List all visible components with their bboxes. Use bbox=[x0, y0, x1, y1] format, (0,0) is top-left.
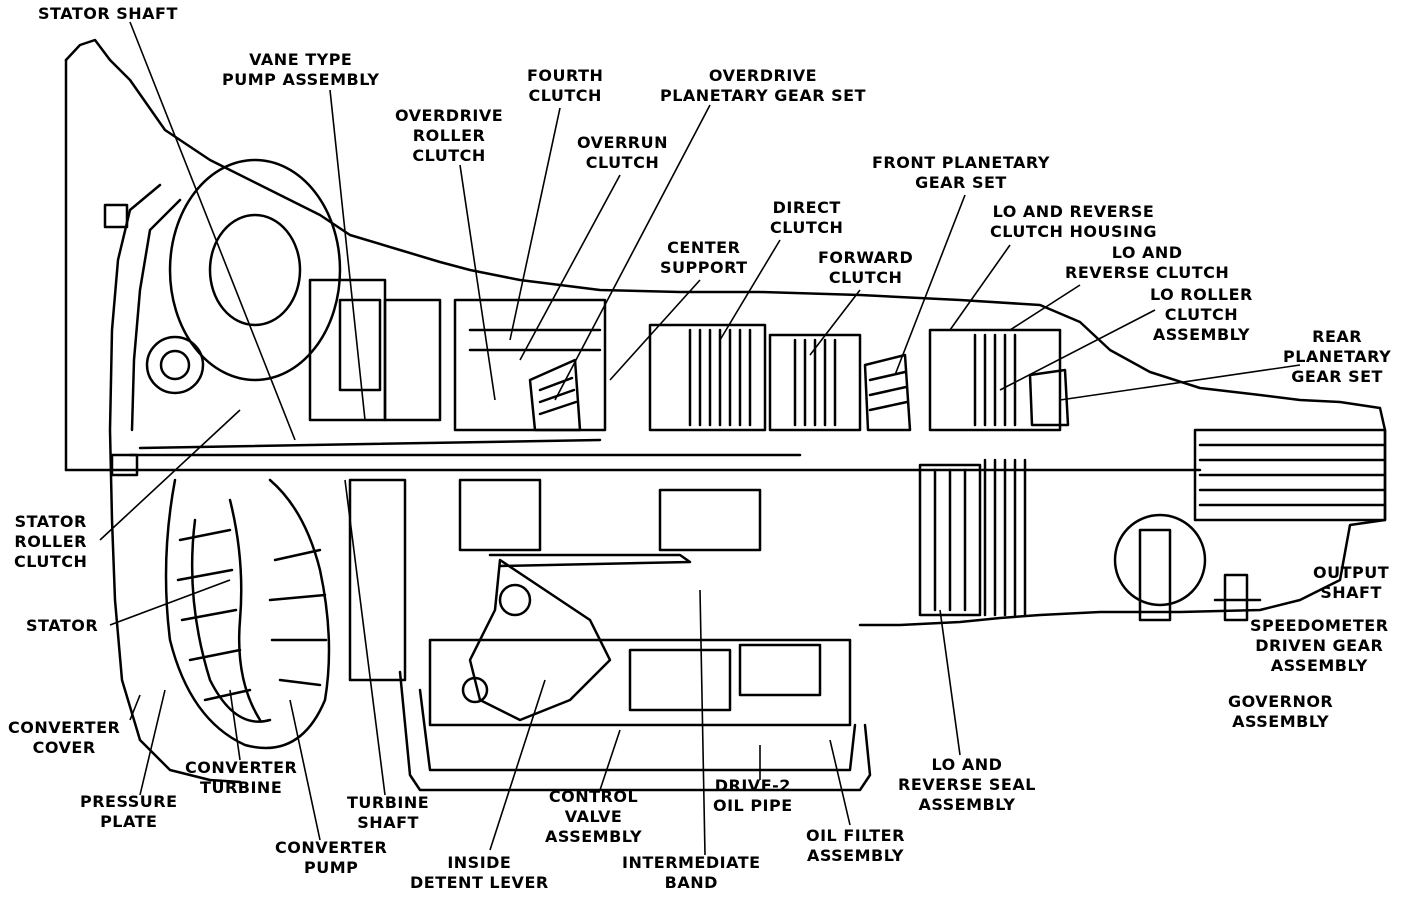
label-lo-reverse-housing: LO AND REVERSE CLUTCH HOUSING bbox=[990, 202, 1157, 241]
label-oil-filter: OIL FILTER ASSEMBLY bbox=[806, 826, 905, 865]
label-rear-planetary: REAR PLANETARY GEAR SET bbox=[1283, 327, 1392, 386]
converter-outline bbox=[108, 183, 242, 784]
label-converter-cover: CONVERTER COVER bbox=[8, 718, 121, 757]
rear-planetary-gear bbox=[1028, 368, 1070, 427]
label-speedometer: SPEEDOMETER DRIVEN GEAR ASSEMBLY bbox=[1250, 616, 1389, 675]
leader-lo-reverse-housing bbox=[949, 244, 1011, 331]
label-governor: GOVERNOR ASSEMBLY bbox=[1228, 692, 1334, 731]
forward-clutch-pack bbox=[768, 333, 862, 432]
label-inside-detent-lever: INSIDE DETENT LEVER bbox=[410, 853, 549, 892]
label-converter-turbine: CONVERTER TURBINE bbox=[185, 758, 298, 797]
leader-converter-pump bbox=[289, 699, 321, 841]
label-overrun-clutch: OVERRUN CLUTCH bbox=[577, 133, 669, 172]
detent-lever bbox=[468, 558, 612, 722]
leader-control-valve bbox=[599, 729, 621, 791]
label-lo-roller-clutch: LO ROLLER CLUTCH ASSEMBLY bbox=[1150, 285, 1253, 344]
label-drive2-oil-pipe: DRIVE-2 OIL PIPE bbox=[713, 776, 793, 815]
leader-converter-turbine bbox=[229, 689, 241, 761]
leader-turbine-shaft bbox=[344, 479, 386, 796]
leader-detent-lever bbox=[489, 679, 546, 851]
label-lo-reverse-clutch: LO AND REVERSE CLUTCH bbox=[1065, 243, 1230, 282]
direct-clutch-pack bbox=[648, 323, 767, 432]
leader-direct-clutch bbox=[719, 239, 781, 341]
leader-pressure-plate bbox=[139, 689, 166, 796]
label-converter-pump: CONVERTER PUMP bbox=[275, 838, 388, 877]
label-overdrive-planetary: OVERDRIVE PLANETARY GEAR SET bbox=[660, 66, 866, 105]
front-planetary-gear bbox=[863, 353, 912, 432]
pan-outline bbox=[398, 670, 872, 792]
label-stator-roller-clutch: STATOR ROLLER CLUTCH bbox=[14, 512, 88, 571]
label-vane-pump: VANE TYPE PUMP ASSEMBLY bbox=[222, 50, 380, 89]
label-overdrive-roller-clutch: OVERDRIVE ROLLER CLUTCH bbox=[395, 106, 504, 165]
torus-lower bbox=[164, 478, 331, 750]
label-control-valve: CONTROL VALVE ASSEMBLY bbox=[545, 787, 643, 846]
label-direct-clutch: DIRECT CLUTCH bbox=[770, 198, 844, 237]
leader-lo-roller bbox=[999, 309, 1156, 391]
leader-lo-reverse-seal bbox=[939, 609, 961, 756]
label-intermediate-band: INTERMEDIATE BAND bbox=[622, 853, 761, 892]
leader-oil-filter bbox=[829, 739, 851, 826]
leader-intermediate-band bbox=[699, 589, 706, 856]
leader-stator-roller bbox=[99, 409, 241, 541]
speedometer-gear bbox=[1223, 573, 1249, 622]
leader-front-planetary bbox=[894, 194, 966, 376]
leader-overrun bbox=[519, 174, 621, 361]
lo-reverse-housing bbox=[928, 328, 1062, 432]
label-turbine-shaft: TURBINE SHAFT bbox=[347, 793, 430, 832]
case-outline bbox=[64, 38, 1387, 627]
label-fourth-clutch: FOURTH CLUTCH bbox=[527, 66, 604, 105]
leader-overdrive-roller bbox=[459, 164, 496, 401]
label-lo-reverse-seal: LO AND REVERSE SEAL ASSEMBLY bbox=[898, 755, 1036, 814]
leader-vane-pump bbox=[329, 89, 366, 421]
leader-overdrive-planetary bbox=[554, 104, 711, 401]
label-front-planetary: FRONT PLANETARY GEAR SET bbox=[872, 153, 1050, 192]
lo-reverse-disc-stack bbox=[918, 463, 982, 617]
torus-upper bbox=[168, 158, 342, 382]
label-forward-clutch: FORWARD CLUTCH bbox=[818, 248, 914, 287]
leader-center-support bbox=[609, 279, 701, 381]
leader-lo-reverse-clutch bbox=[1009, 284, 1081, 331]
governor-body bbox=[1113, 513, 1207, 607]
valve-body bbox=[428, 638, 852, 727]
leader-rear-planetary bbox=[1059, 364, 1301, 401]
leader-converter-cover bbox=[129, 694, 141, 721]
leader-stator-shaft bbox=[129, 21, 296, 441]
leader-forward-clutch bbox=[809, 289, 861, 356]
label-center-support: CENTER SUPPORT bbox=[660, 238, 748, 277]
leader-stator bbox=[109, 579, 231, 626]
label-stator: STATOR bbox=[26, 616, 99, 635]
stator-roller-ring bbox=[145, 335, 205, 395]
overdrive-housing bbox=[453, 298, 607, 432]
label-output-shaft: OUTPUT SHAFT bbox=[1313, 563, 1390, 602]
leader-fourth-clutch bbox=[509, 107, 561, 341]
label-stator-shaft: STATOR SHAFT bbox=[38, 4, 178, 23]
output-shaft bbox=[1193, 428, 1387, 522]
overdrive-gear bbox=[528, 358, 582, 432]
label-pressure-plate: PRESSURE PLATE bbox=[80, 792, 178, 831]
